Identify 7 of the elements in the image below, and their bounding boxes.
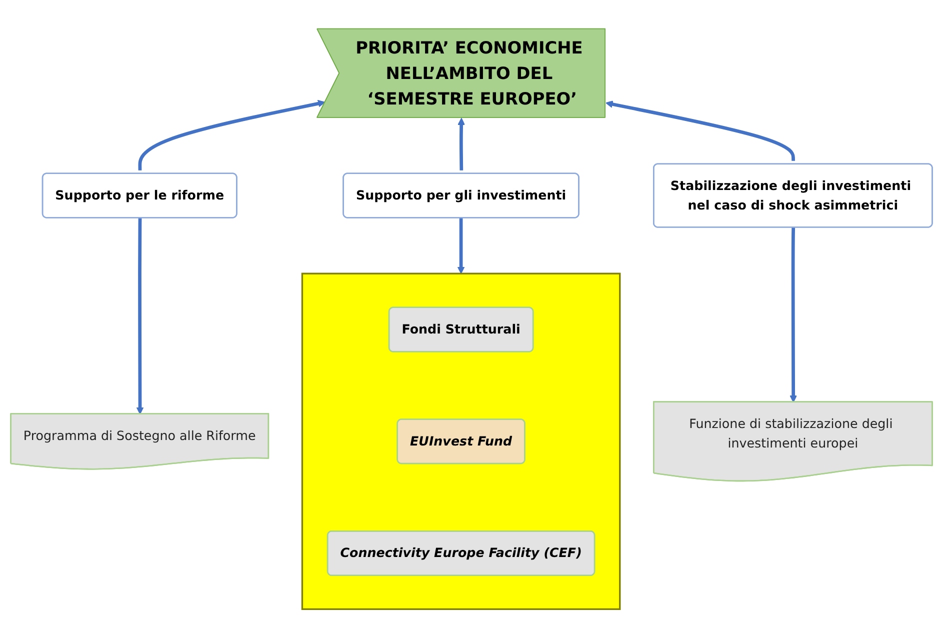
arrow (457, 217, 465, 274)
cluster (301, 272, 621, 610)
arrow (790, 227, 798, 402)
arrow (138, 99, 326, 170)
arrow (136, 218, 144, 414)
arrow (606, 100, 795, 160)
arrow (458, 117, 466, 170)
